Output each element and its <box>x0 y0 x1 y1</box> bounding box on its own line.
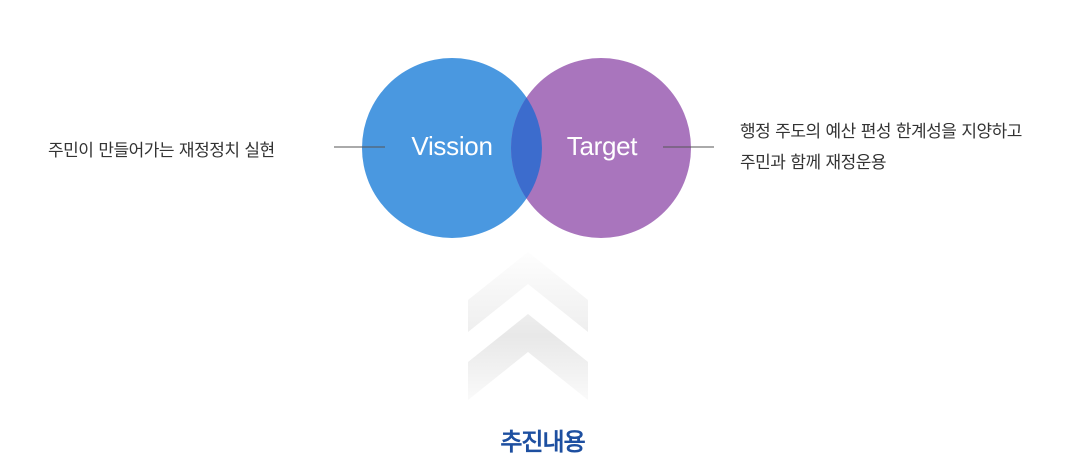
vision-circle <box>362 58 542 238</box>
target-label: Target <box>566 131 638 161</box>
left-description: 주민이 만들어가는 재정정치 실현 <box>48 141 275 161</box>
double-chevron-up-icon <box>455 245 601 410</box>
right-description: 행정 주도의 예산 편성 한계성을 지양하고 주민과 함께 재정운용 <box>740 117 1022 179</box>
vision-label: Vission <box>411 131 493 161</box>
target-circle <box>511 58 691 238</box>
section-title: 추진내용 <box>500 428 585 456</box>
right-description-line2: 주민과 함께 재정운용 <box>740 153 887 173</box>
right-description-line1: 행정 주도의 예산 편성 한계성을 지양하고 <box>740 122 1022 142</box>
